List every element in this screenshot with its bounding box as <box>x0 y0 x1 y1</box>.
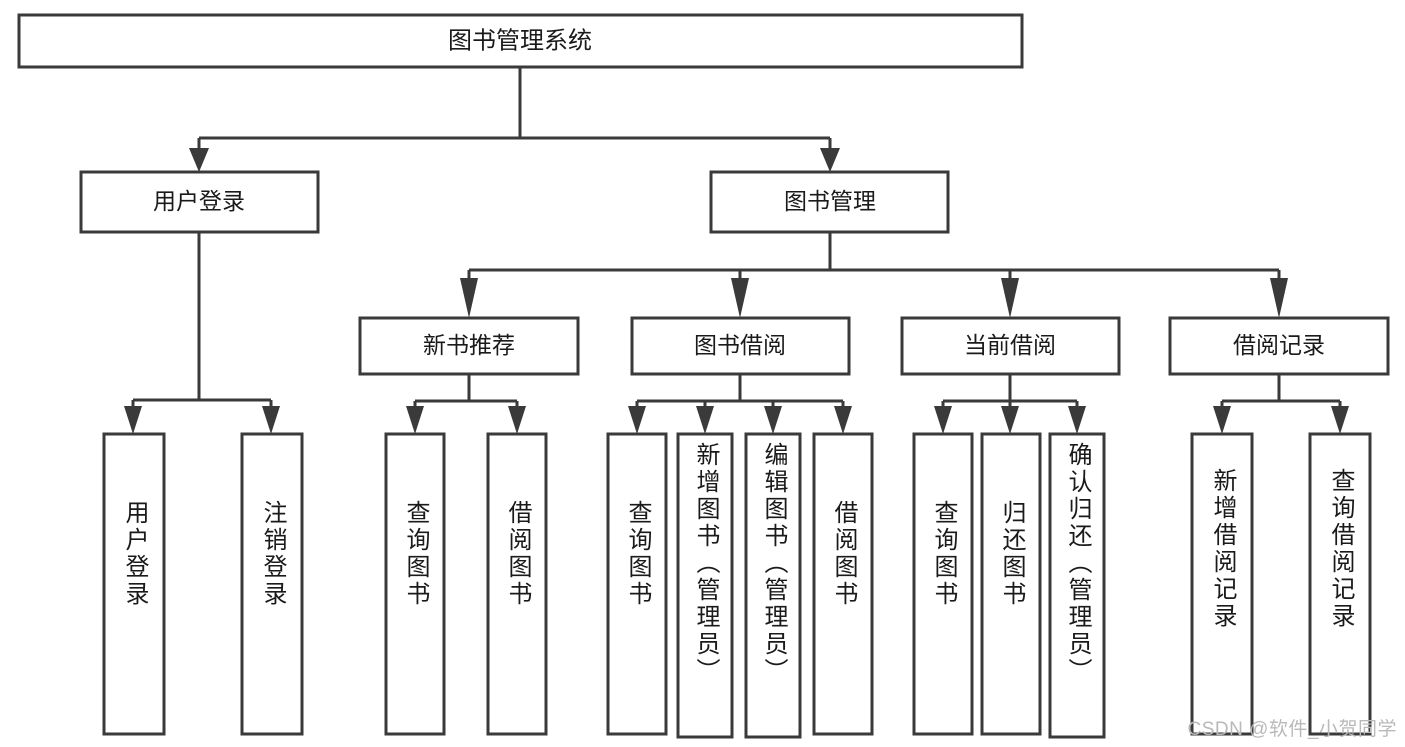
arrow-head-current-borrow <box>1001 278 1019 318</box>
leaf-box-add-record[interactable] <box>1190 432 1254 736</box>
node-user-login-label: 用户登录 <box>153 188 245 214</box>
arrow-head-leaf-logout-login <box>262 406 280 434</box>
node-new-book-recommend-box[interactable] <box>358 316 580 376</box>
leaf-box-query-book-3[interactable] <box>912 432 974 736</box>
node-current-borrow[interactable]: 当前借阅 <box>900 316 1121 376</box>
arrow-head-leaf-query-record <box>1331 406 1349 434</box>
leaf-box-query-book-1[interactable] <box>384 432 446 736</box>
leaf-box-return-book[interactable] <box>980 432 1042 736</box>
node-borrow-record-label: 借阅记录 <box>1233 332 1325 358</box>
arrow-head-leaf-add-book <box>696 406 714 434</box>
leaf-box-borrow-book-2[interactable] <box>812 432 874 736</box>
node-book-manage-box[interactable] <box>709 170 950 234</box>
arrow-head-book-borrow <box>731 278 749 318</box>
arrow-head-leaf-add-record <box>1213 406 1231 434</box>
arrow-head-leaf-query-book-2 <box>628 406 646 434</box>
leaf-box-confirm-return[interactable] <box>1048 432 1106 739</box>
leaf-box-user-login[interactable] <box>102 432 166 736</box>
leaf-box-query-record[interactable] <box>1308 432 1372 736</box>
node-new-book-recommend-label: 新书推荐 <box>423 332 515 358</box>
node-current-borrow-label: 当前借阅 <box>964 332 1056 358</box>
node-borrow-record[interactable]: 借阅记录 <box>1168 316 1390 376</box>
leaf-box-add-book[interactable] <box>676 432 734 739</box>
arrow-head-leaf-user-login <box>124 406 142 434</box>
node-book-borrow[interactable]: 图书借阅 <box>630 316 851 376</box>
node-book-borrow-label: 图书借阅 <box>694 332 786 358</box>
arrow-head-leaf-query-book-3 <box>934 406 952 434</box>
arrow-head-user-login <box>189 148 209 172</box>
arrow-head-leaf-borrow-book-1 <box>508 406 526 434</box>
arrow-head-borrow-record <box>1270 278 1288 318</box>
watermark-text: CSDN @软件_小贺同学 <box>1187 719 1397 740</box>
node-user-login[interactable]: 用户登录 <box>79 170 320 234</box>
arrow-head-leaf-query-book-1 <box>406 406 424 434</box>
node-root[interactable]: 图书管理系统 <box>17 13 1024 69</box>
node-book-borrow-box[interactable] <box>630 316 851 376</box>
arrow-head-leaf-borrow-book-2 <box>834 406 852 434</box>
arrow-head-leaf-edit-book <box>764 406 782 434</box>
arrow-head-new-book-recommend <box>460 278 478 318</box>
node-new-book-recommend[interactable]: 新书推荐 <box>358 316 580 376</box>
node-book-manage-label: 图书管理 <box>784 188 876 214</box>
node-borrow-record-box[interactable] <box>1168 316 1390 376</box>
leaf-box-borrow-book-1[interactable] <box>486 432 548 736</box>
node-root-box[interactable] <box>17 13 1024 69</box>
arrow-head-leaf-return-book <box>1001 406 1019 434</box>
leaf-box-query-book-2[interactable] <box>606 432 668 736</box>
leaf-box-edit-book[interactable] <box>744 432 802 739</box>
node-current-borrow-box[interactable] <box>900 316 1121 376</box>
arrow-head-leaf-confirm-return <box>1068 406 1086 434</box>
node-book-manage[interactable]: 图书管理 <box>709 170 950 234</box>
leaf-box-logout-login[interactable] <box>240 432 304 736</box>
node-root-label: 图书管理系统 <box>448 27 592 54</box>
arrow-head-book-manage <box>820 148 840 172</box>
